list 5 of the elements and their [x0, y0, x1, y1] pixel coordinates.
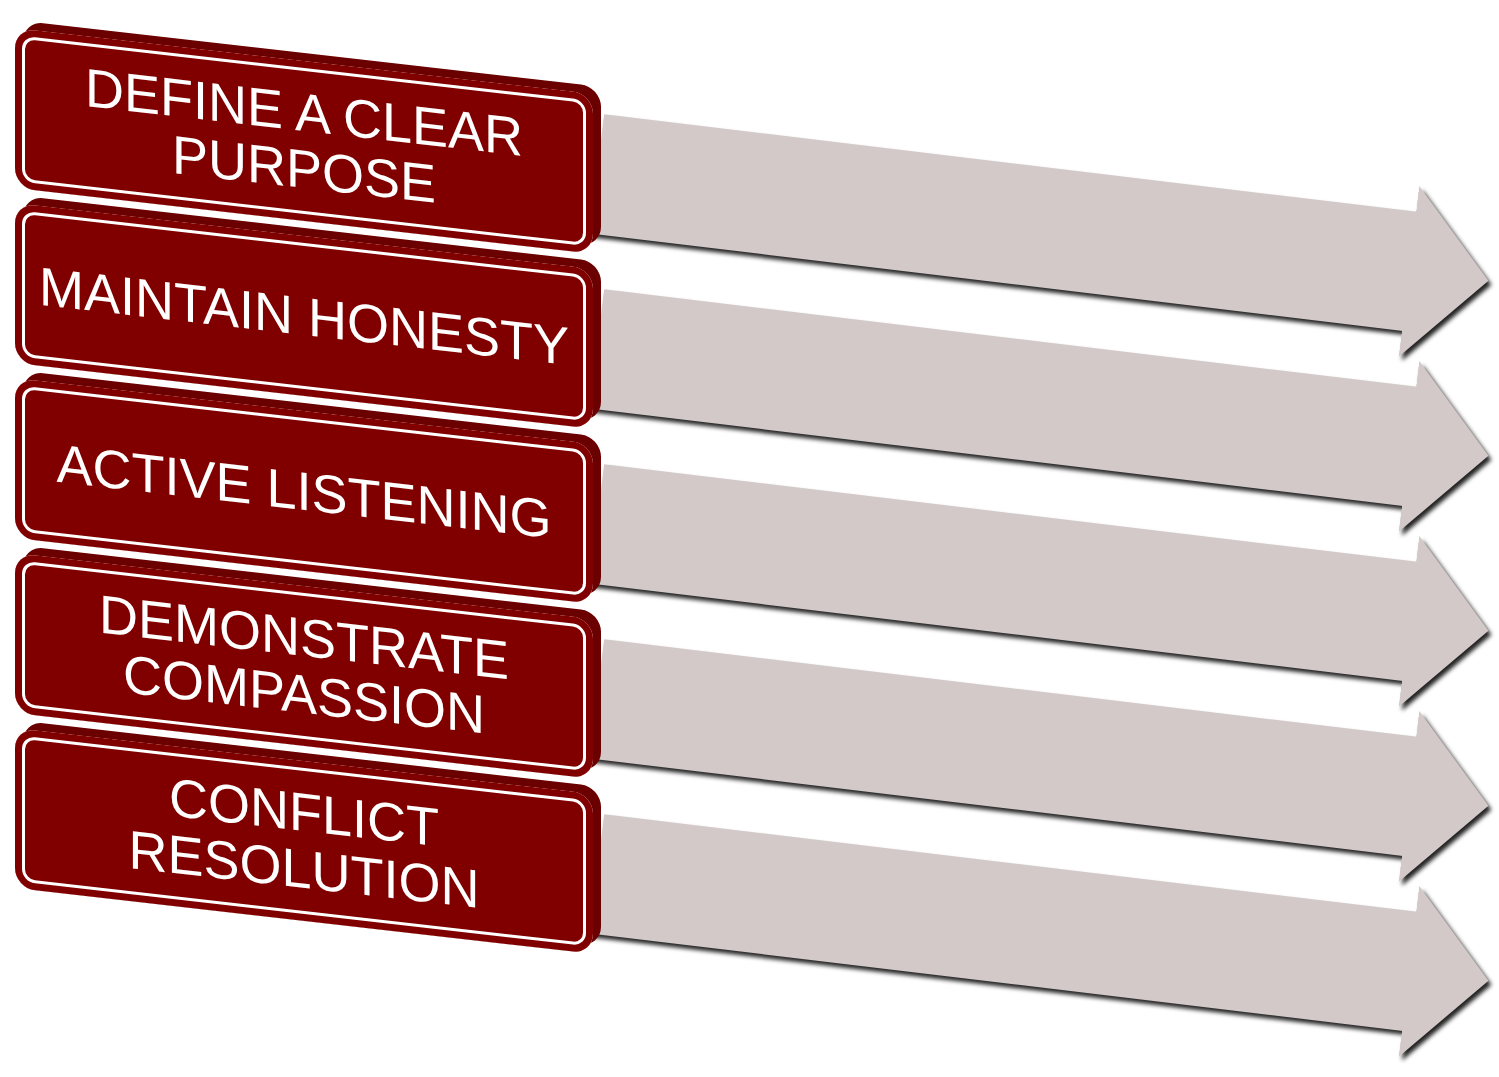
- step-label: DEFINE A CLEAR PURPOSE: [83, 56, 525, 216]
- step-label: DEMONSTRATE COMPASSION: [98, 582, 510, 747]
- step-label: MAINTAIN HONESTY: [38, 257, 569, 375]
- step-label: CONFLICT RESOLUTION: [127, 765, 481, 921]
- step-label: ACTIVE LISTENING: [56, 434, 552, 548]
